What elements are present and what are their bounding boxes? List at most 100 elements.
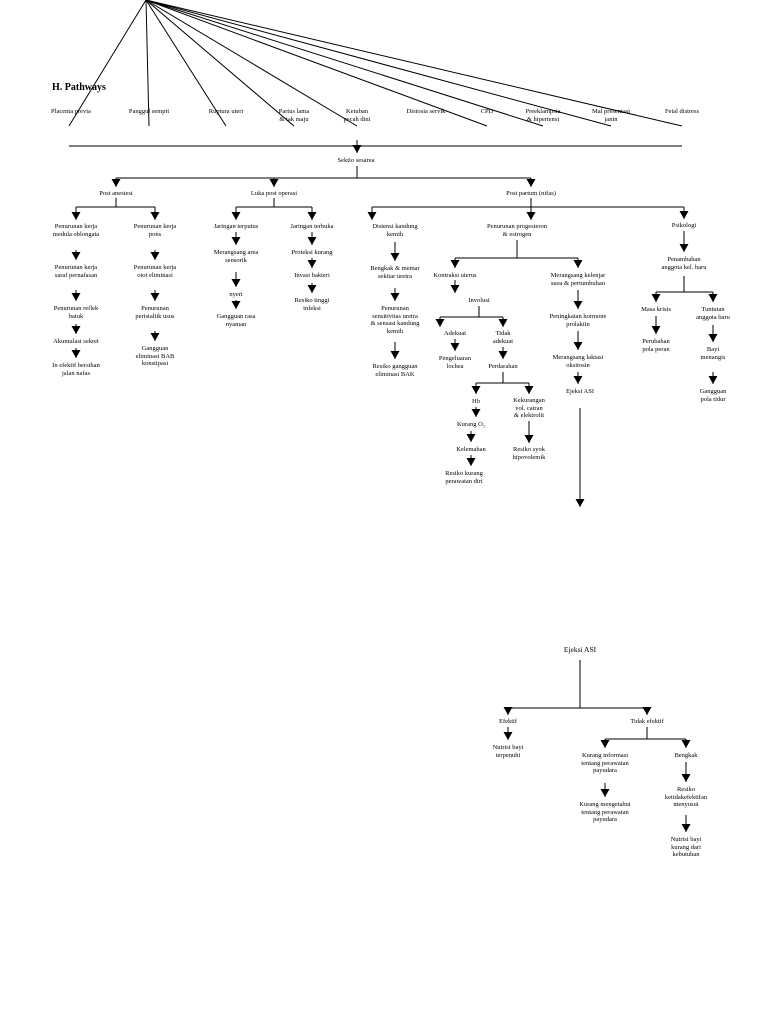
arrowhead-51 xyxy=(231,301,241,309)
arrowhead-63 xyxy=(526,212,536,220)
pp-perdarahan: Perdarahan xyxy=(488,363,518,370)
pp-laktasi: Merangsang laktasi oksitosin xyxy=(552,354,604,369)
arrowhead-139 xyxy=(681,740,691,748)
arrowhead-129 xyxy=(503,707,513,715)
arrowhead-43 xyxy=(231,212,241,220)
arrowhead-11 xyxy=(352,145,362,153)
cause-panggul-sempit: Panggul sempit xyxy=(128,108,170,115)
arrowhead-17 xyxy=(269,179,279,187)
pa-right-2: Penurunan kerja otot eliminasi xyxy=(133,264,177,279)
arrowhead-85 xyxy=(498,319,508,327)
pp-hormone: Penurunan progesteron & estrogen xyxy=(486,223,548,238)
pp-prolaktin: Peningkatan hormone prolaktin xyxy=(549,313,607,328)
arrowhead-27 xyxy=(71,252,81,260)
arrowhead-75 xyxy=(450,260,460,268)
connector-5 xyxy=(145,0,358,127)
arrowhead-71 xyxy=(390,351,400,359)
arrowhead-29 xyxy=(71,293,81,301)
psi-bayi-menangis: Bayi menangis xyxy=(700,346,726,361)
arrowhead-33 xyxy=(71,350,81,358)
connector-9 xyxy=(145,0,683,127)
connector-4 xyxy=(145,0,295,127)
pp-kelemahan: Kelemahan xyxy=(456,446,486,453)
pp-tidak-adekuat: Tidak adekuat xyxy=(492,330,514,345)
arrowhead-69 xyxy=(390,293,400,301)
arrowhead-37 xyxy=(150,293,160,301)
ed-kurang-informasi: Kurang informasi tentang perawatan payud… xyxy=(581,752,629,774)
arrowhead-55 xyxy=(307,260,317,268)
arrowhead-125 xyxy=(708,376,718,384)
lpo-left-1: Jaringan terputus xyxy=(213,223,259,230)
pp-involusi: Involusi xyxy=(468,297,490,304)
lpo-left-3: nyeri xyxy=(229,291,243,298)
lpo-right-4: Resiko tinggi infeksi xyxy=(294,297,330,312)
arrowhead-121 xyxy=(651,326,661,334)
arrowhead-105 xyxy=(573,301,583,309)
arrowhead-47 xyxy=(231,237,241,245)
psi-tuntutan: Tuntutan anggota baru xyxy=(696,306,730,321)
arrowhead-111 xyxy=(575,499,585,507)
arrowhead-35 xyxy=(150,252,160,260)
cause-mal-presentasi: Mal presentasi janin xyxy=(591,108,631,123)
cause-cpd: CPD xyxy=(480,108,494,115)
pa-left-1: Penurunan kerja medula oblongata xyxy=(52,223,100,238)
cause-distosia-servik: Distosia servik xyxy=(406,108,446,115)
ed-nutrisi: Nutrisi bayi terpenuhi xyxy=(492,744,524,759)
pp-kontraksi: Kontraksi uterus xyxy=(433,272,477,279)
node-psikologi: Psikologi xyxy=(671,222,697,229)
arrowhead-137 xyxy=(600,740,610,748)
cause-ruptura-uteri: Ruptura uteri xyxy=(208,108,244,115)
pp-resiko-syok: Resiko syok hipovolemik xyxy=(512,446,546,461)
pp-distensi-2: Bengkak & memar sekitar uretra xyxy=(370,265,420,280)
connector-3 xyxy=(145,0,227,127)
arrowhead-65 xyxy=(679,211,689,219)
arrowhead-61 xyxy=(367,212,377,220)
arrowhead-109 xyxy=(573,376,583,384)
connector-6 xyxy=(145,0,488,127)
arrowhead-143 xyxy=(681,774,691,782)
ed-title: Ejeksi ASI xyxy=(563,645,597,654)
lpo-left-2: Merangsang area sensorik xyxy=(213,249,259,264)
arrowhead-25 xyxy=(150,212,160,220)
pp-merangsang-kelenjar: Merangsang kelenjar susu & pertumbuhan xyxy=(550,272,606,287)
ed-efektif: Efektif xyxy=(498,718,518,725)
arrowhead-79 xyxy=(450,285,460,293)
cause-ketuban-pecah: Ketuban pecah dini xyxy=(343,108,371,123)
psi-gangguan-tidur: Gangguan pola tidur xyxy=(699,388,727,403)
lpo-right-2: Proteksi kurang xyxy=(291,249,333,256)
arrowhead-67 xyxy=(390,253,400,261)
arrowhead-123 xyxy=(708,334,718,342)
psi-penambahan: Penambahan anggota kel. baru xyxy=(661,256,707,271)
pp-adekuat: Adekuat xyxy=(443,330,467,337)
connector-1 xyxy=(68,0,147,127)
pp-hb: Hb xyxy=(472,398,480,405)
pa-left-2: Penurunan kerja saraf pernafasan xyxy=(54,264,98,279)
arrowhead-117 xyxy=(651,294,661,302)
arrowhead-83 xyxy=(435,319,445,327)
psi-perubahan: Perubahan pola peran xyxy=(642,338,670,353)
connector-8 xyxy=(145,0,612,127)
arrowhead-97 xyxy=(471,409,481,417)
arrowhead-53 xyxy=(307,237,317,245)
arrowhead-113 xyxy=(679,244,689,252)
pp-pengeluaran: Pengeluaran lochea xyxy=(438,355,472,370)
arrowhead-119 xyxy=(708,294,718,302)
ed-nutrisi-kurang: Nutrisi bayi kurang dari kebutuhan xyxy=(670,836,702,858)
arrowhead-93 xyxy=(471,386,481,394)
pp-kurang-o2: Kurang O₂ xyxy=(456,421,486,428)
connector-2 xyxy=(145,0,150,127)
node-luka-post-operasi: Luka post operasi xyxy=(250,190,298,197)
arrowhead-57 xyxy=(307,285,317,293)
node-post-partum: Post partum (nifas) xyxy=(506,190,556,197)
arrowhead-101 xyxy=(466,458,476,466)
psi-masa-krisis: Masa krisis xyxy=(641,306,671,313)
arrowhead-87 xyxy=(450,343,460,351)
arrowhead-45 xyxy=(307,212,317,220)
arrowhead-133 xyxy=(503,732,513,740)
arrowhead-39 xyxy=(150,333,160,341)
arrowhead-107 xyxy=(573,342,583,350)
pp-kekurangan-cairan: Kekurangan vol. cairan & elektrolit xyxy=(513,397,545,419)
arrowhead-99 xyxy=(466,434,476,442)
